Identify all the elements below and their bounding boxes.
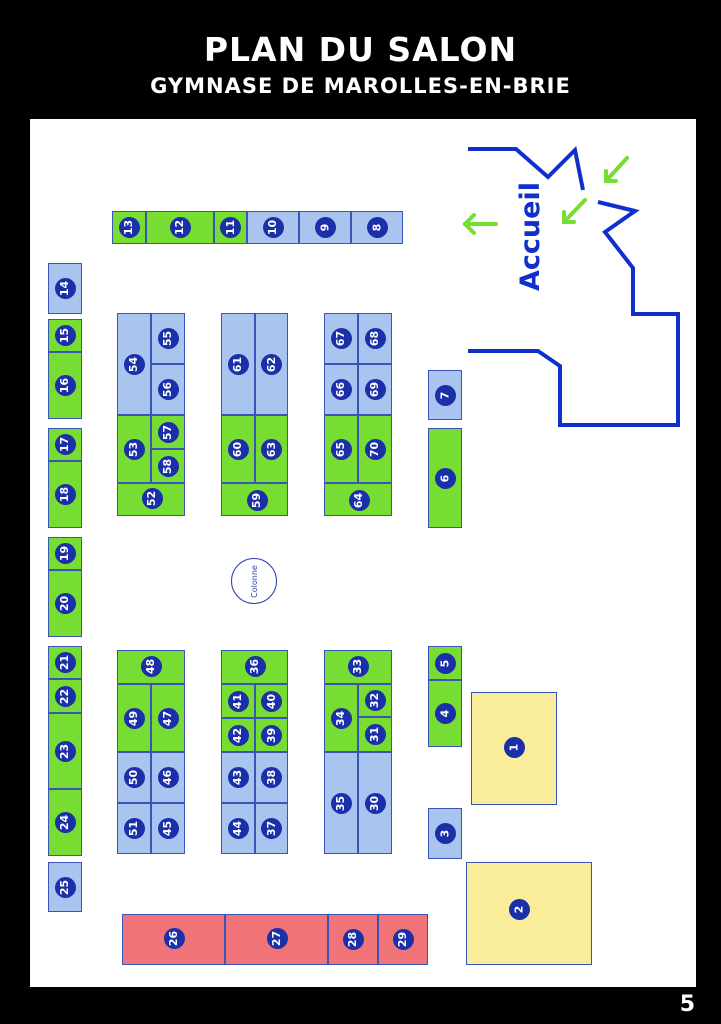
- booth-number-badge: 11: [220, 217, 241, 238]
- arrow-icon: [604, 156, 629, 183]
- booth-number-badge: 41: [227, 690, 249, 712]
- booth-number-badge: 9: [314, 217, 336, 238]
- booth-number-badge: 39: [261, 724, 282, 746]
- booth-number-badge: 13: [118, 217, 140, 238]
- page-title: PLAN DU SALON: [203, 30, 518, 69]
- booth-21: [48, 646, 82, 679]
- booth-13: [112, 211, 146, 244]
- booth-number-badge: 60: [227, 438, 249, 460]
- booth-number-badge: 63: [261, 438, 282, 460]
- booth-number-badge: 43: [227, 767, 249, 788]
- booth-number-badge: 69: [364, 379, 386, 400]
- booth-number-badge: 8: [366, 217, 388, 238]
- booth-67: [324, 313, 358, 364]
- booth-number-badge: 51: [123, 818, 145, 839]
- booth-number-badge: 54: [123, 353, 145, 375]
- booth-5: [428, 646, 462, 680]
- booth-number-badge: 45: [157, 818, 179, 839]
- booth-number-badge: 1: [503, 736, 525, 758]
- booth-number-badge: 15: [54, 325, 76, 346]
- booth-number-badge: 61: [227, 353, 249, 375]
- booth-number-badge: 40: [261, 690, 282, 712]
- arrow-icon: [462, 213, 498, 235]
- booth-number-badge: 4: [434, 703, 456, 724]
- booth-3: [428, 808, 462, 859]
- entrance-wall-upper: [468, 145, 585, 191]
- booth-number-badge: 6: [434, 467, 456, 489]
- booth-number-badge: 53: [123, 438, 145, 460]
- booth-number-badge: 57: [157, 421, 179, 443]
- booth-number-badge: 18: [54, 484, 76, 505]
- booth-number-badge: 70: [364, 438, 386, 460]
- booth-number-badge: 50: [123, 767, 145, 788]
- booth-number-badge: 7: [434, 384, 456, 406]
- booth-number-badge: 56: [157, 379, 179, 400]
- booth-number-badge: 68: [364, 328, 386, 349]
- booth-number-badge: 19: [54, 543, 76, 564]
- booth-number-badge: 12: [169, 217, 191, 238]
- booth-number-badge: 59: [246, 489, 268, 511]
- booth-number-badge: 10: [262, 217, 284, 238]
- entrance-label: Accueil: [515, 182, 546, 291]
- booth-number-badge: 62: [261, 353, 282, 375]
- booth-61: [221, 313, 255, 415]
- arrow-icon: [562, 198, 587, 224]
- booth-number-badge: 3: [434, 823, 456, 844]
- booth-number-badge: 5: [434, 652, 456, 674]
- booth-number-badge: 25: [54, 876, 76, 898]
- booth-number-badge: 49: [123, 707, 145, 729]
- booth-number-badge: 42: [227, 724, 249, 746]
- booth-number-badge: 52: [141, 487, 163, 509]
- page-subtitle: GYMNASE DE MAROLLES-EN-BRIE: [150, 74, 571, 98]
- booth-19: [48, 537, 82, 570]
- booth-number-badge: 67: [330, 328, 352, 349]
- booth-number-badge: 46: [157, 767, 179, 788]
- booth-number-badge: 64: [348, 489, 370, 511]
- booth-35: [324, 752, 358, 854]
- booth-number-badge: 2: [508, 898, 530, 920]
- booth-number-badge: 17: [54, 434, 76, 455]
- booth-number-badge: 34: [330, 707, 352, 729]
- booth-number-badge: 44: [227, 818, 249, 839]
- booth-number-badge: 23: [54, 740, 76, 762]
- booth-number-badge: 29: [392, 929, 414, 950]
- page-number: 5: [680, 992, 695, 1017]
- booth-number-badge: 28: [342, 929, 364, 950]
- booth-number-badge: 55: [157, 328, 179, 349]
- booth-number-badge: 16: [54, 375, 76, 396]
- booth-number-badge: 58: [157, 455, 179, 477]
- booth-number-badge: 32: [364, 690, 386, 711]
- booth-number-badge: 66: [330, 379, 352, 400]
- booth-number-badge: 48: [140, 655, 162, 677]
- column-marker: Colonne: [231, 558, 277, 604]
- booth-number-badge: 38: [261, 767, 282, 788]
- booth-number-badge: 14: [54, 277, 76, 299]
- booth-number-badge: 37: [261, 818, 282, 839]
- booth-number-badge: 22: [54, 685, 76, 707]
- booth-number-badge: 33: [347, 655, 369, 677]
- booth-number-badge: 26: [163, 927, 185, 949]
- booth-number-badge: 24: [54, 812, 76, 833]
- booth-69: [358, 364, 392, 415]
- booth-number-badge: 21: [54, 652, 76, 673]
- booth-number-badge: 65: [330, 438, 352, 460]
- booth-1: [471, 692, 557, 805]
- booth-number-badge: 47: [157, 707, 179, 729]
- booth-60: [221, 415, 255, 483]
- booth-number-badge: 30: [364, 792, 386, 814]
- booth-number-badge: 36: [244, 655, 266, 677]
- booth-number-badge: 20: [54, 593, 76, 614]
- booth-number-badge: 35: [330, 792, 352, 814]
- booth-number-badge: 31: [364, 724, 386, 745]
- booth-number-badge: 27: [266, 927, 288, 949]
- booth-50: [117, 752, 151, 803]
- entrance-wall-right: [468, 200, 680, 427]
